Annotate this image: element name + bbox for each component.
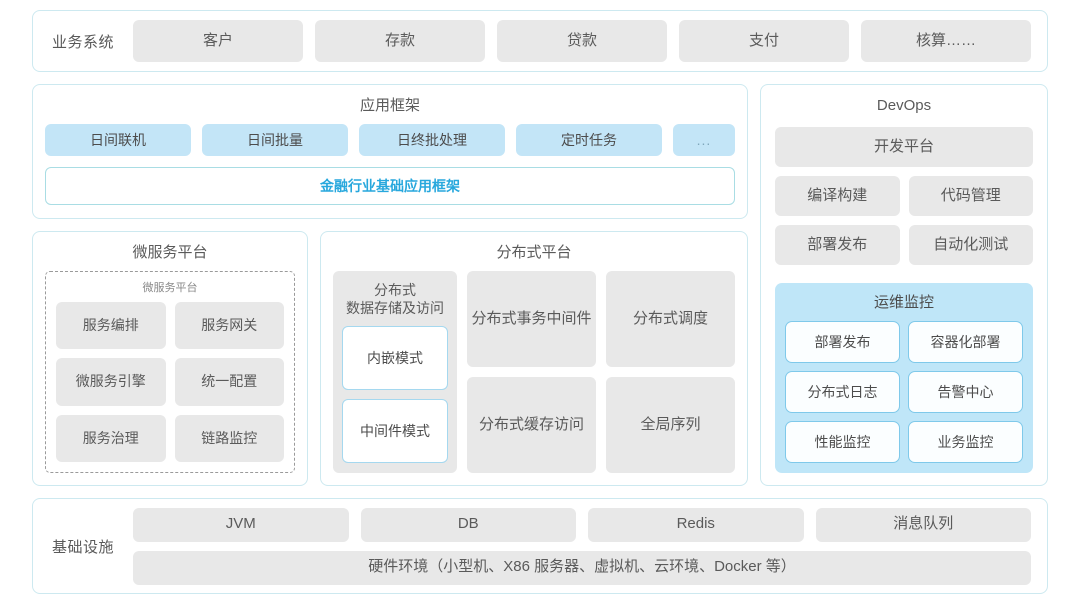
- microservice-inner-title: 微服务平台: [142, 282, 198, 294]
- distributed-platform-card: 分布式平台 分布式 数据存储及访问 内嵌模式 中间件模式: [320, 231, 748, 486]
- distributed-platform-body: 分布式 数据存储及访问 内嵌模式 中间件模式 分布式 事务中间件 分布式调度: [333, 271, 735, 473]
- business-systems-items: 客户 存款 贷款 支付 核算……: [133, 20, 1035, 62]
- devops-items: 编译构建 代码管理 部署发布 自动化测试: [775, 176, 1033, 265]
- microservice-item-unified-config[interactable]: 统一配置: [174, 358, 284, 406]
- distributed-item-cache-access-line2: 缓存访问: [524, 415, 585, 433]
- business-system-deposit[interactable]: 存款: [315, 20, 485, 62]
- distributed-storage-label: 分布式 数据存储及访问: [346, 281, 444, 317]
- distributed-platform-title: 分布式平台: [496, 244, 572, 261]
- app-framework-title: 应用框架: [359, 97, 420, 114]
- devops-item-code-management[interactable]: 代码管理: [908, 176, 1033, 216]
- ops-monitor-title: 运维监控: [873, 294, 934, 311]
- distributed-item-scheduling[interactable]: 分布式调度: [606, 271, 735, 367]
- app-framework-items: 日间联机 日间批量 日终批处理 定时任务 ...: [45, 124, 735, 156]
- devops-top-group: 开发平台 编译构建 代码管理 部署发布 自动化测试: [775, 127, 1033, 265]
- business-system-payment[interactable]: 支付: [679, 20, 849, 62]
- distributed-storage-label-line1: 分布式: [374, 282, 416, 298]
- platform-column: 应用框架 日间联机 日间批量 日终批处理 定时任务 ... 金融行业基础应用框架…: [32, 84, 748, 486]
- ops-item-distributed-log[interactable]: 分布式日志: [785, 371, 900, 413]
- app-framework-card: 应用框架 日间联机 日间批量 日终批处理 定时任务 ... 金融行业基础应用框架: [32, 84, 748, 219]
- infrastructure-item-message-queue[interactable]: 消息队列: [815, 507, 1031, 542]
- microservice-item-gateway[interactable]: 服务网关: [174, 302, 284, 350]
- app-framework-item-batch[interactable]: 日间批量: [202, 124, 348, 156]
- devops-item-automated-testing[interactable]: 自动化测试: [908, 225, 1033, 265]
- foundation-framework-bar[interactable]: 金融行业基础应用框架: [45, 167, 735, 205]
- ops-item-alert-center[interactable]: 告警中心: [908, 371, 1023, 413]
- distributed-platform-items: 分布式 事务中间件 分布式调度 分布式 缓存访问 全局序列: [467, 271, 735, 473]
- app-framework-item-more[interactable]: ...: [673, 124, 735, 156]
- ops-monitor-items: 部署发布 容器化部署 分布式日志 告警中心 性能监控 业务监控: [785, 321, 1023, 463]
- distributed-item-cache-access[interactable]: 分布式 缓存访问: [467, 377, 596, 473]
- microservice-item-orchestration[interactable]: 服务编排: [56, 302, 166, 350]
- microservice-item-engine[interactable]: 微服务引擎: [56, 358, 166, 406]
- business-system-accounting[interactable]: 核算……: [861, 20, 1031, 62]
- infrastructure-item-redis[interactable]: Redis: [588, 507, 804, 542]
- app-framework-item-scheduled-task[interactable]: 定时任务: [516, 124, 662, 156]
- ops-monitor-panel: 运维监控 部署发布 容器化部署 分布式日志 告警中心 性能监控 业务监控: [775, 283, 1033, 473]
- devops-item-deploy-release[interactable]: 部署发布: [775, 225, 900, 265]
- microservice-inner-box: 微服务平台 服务编排 服务网关 微服务引擎 统一配置 服务治理 链路监控: [45, 271, 295, 473]
- infrastructure-label: 基础设施: [51, 538, 114, 556]
- app-framework-item-eod-batch[interactable]: 日终批处理: [359, 124, 505, 156]
- distributed-storage-panel: 分布式 数据存储及访问 内嵌模式 中间件模式: [333, 271, 457, 473]
- microservice-item-governance[interactable]: 服务治理: [56, 414, 166, 462]
- infrastructure-hardware-environment[interactable]: 硬件环境（小型机、X86 服务器、虚拟机、云环境、Docker 等）: [133, 550, 1031, 585]
- distributed-item-cache-access-line1: 分布式: [478, 415, 524, 433]
- lower-middle-area: 微服务平台 微服务平台 服务编排 服务网关 微服务引擎 统一配置 服务治理 链路…: [32, 231, 748, 486]
- distributed-item-global-sequence[interactable]: 全局序列: [606, 377, 735, 473]
- ops-item-business-monitor[interactable]: 业务监控: [908, 421, 1023, 463]
- microservice-items: 服务编排 服务网关 微服务引擎 统一配置 服务治理 链路监控: [56, 302, 284, 462]
- ops-item-deploy-release[interactable]: 部署发布: [785, 321, 900, 363]
- distributed-storage-mode-middleware[interactable]: 中间件模式: [342, 399, 448, 463]
- infrastructure-item-db[interactable]: DB: [360, 507, 576, 542]
- devops-item-compile-build[interactable]: 编译构建: [775, 176, 900, 216]
- infrastructure-stack: JVM DB Redis 消息队列 硬件环境（小型机、X86 服务器、虚拟机、云…: [133, 507, 1035, 585]
- devops-item-dev-platform[interactable]: 开发平台: [775, 127, 1033, 167]
- business-systems-card: 业务系统 客户 存款 贷款 支付 核算……: [32, 10, 1048, 72]
- infrastructure-item-jvm[interactable]: JVM: [133, 507, 349, 542]
- infrastructure-items: JVM DB Redis 消息队列: [133, 507, 1031, 542]
- distributed-item-transaction-middleware-line2: 事务中间件: [516, 309, 592, 327]
- ops-item-container-deploy[interactable]: 容器化部署: [908, 321, 1023, 363]
- infrastructure-hardware-row: 硬件环境（小型机、X86 服务器、虚拟机、云环境、Docker 等）: [133, 550, 1031, 585]
- microservice-platform-title: 微服务平台: [132, 244, 208, 261]
- middle-area: 应用框架 日间联机 日间批量 日终批处理 定时任务 ... 金融行业基础应用框架…: [32, 84, 1048, 486]
- distributed-item-transaction-middleware[interactable]: 分布式 事务中间件: [467, 271, 596, 367]
- app-framework-item-online[interactable]: 日间联机: [45, 124, 191, 156]
- business-system-customer[interactable]: 客户: [133, 20, 303, 62]
- infrastructure-card: 基础设施 JVM DB Redis 消息队列 硬件环境（小型机、X86 服务器、…: [32, 498, 1048, 594]
- distributed-storage-mode-embedded[interactable]: 内嵌模式: [342, 326, 448, 391]
- ops-item-performance-monitor[interactable]: 性能监控: [785, 421, 900, 463]
- business-systems-label: 业务系统: [51, 33, 114, 51]
- devops-card: DevOps 开发平台 编译构建 代码管理 部署发布 自动化测试 运维监控 部署…: [760, 84, 1048, 486]
- business-system-loan[interactable]: 贷款: [497, 20, 667, 62]
- distributed-item-transaction-middleware-line1: 分布式: [471, 309, 517, 327]
- microservice-item-trace-monitor[interactable]: 链路监控: [174, 414, 284, 462]
- devops-title: DevOps: [876, 97, 932, 114]
- microservice-platform-card: 微服务平台 微服务平台 服务编排 服务网关 微服务引擎 统一配置 服务治理 链路…: [32, 231, 308, 486]
- distributed-storage-label-line2: 数据存储及访问: [346, 300, 444, 317]
